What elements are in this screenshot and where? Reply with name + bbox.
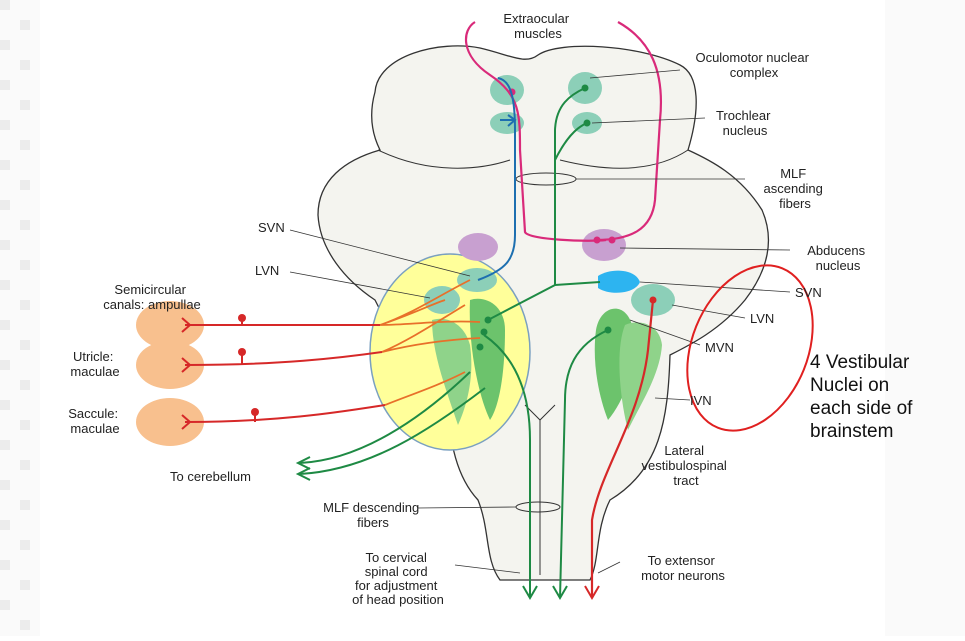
- checker-square: [0, 80, 10, 90]
- label-trochlear: Trochlear nucleus: [716, 108, 774, 138]
- right-checker-strip: [885, 0, 965, 636]
- checker-square: [20, 380, 30, 390]
- magenta-terminal: [609, 237, 616, 244]
- ganglion-dot: [238, 348, 246, 356]
- checker-square: [20, 500, 30, 510]
- label-abducens: Abducens nucleus: [807, 243, 868, 273]
- label-cervical: To cervical spinal cord for adjustment o…: [352, 550, 444, 607]
- checker-square: [20, 620, 30, 630]
- green-terminal: [481, 329, 488, 336]
- ganglion-dot: [251, 408, 259, 416]
- checker-square: [20, 180, 30, 190]
- green-terminal: [477, 344, 484, 351]
- label-extensor: To extensor motor neurons: [641, 553, 725, 583]
- checker-square: [0, 320, 10, 330]
- checker-square: [0, 360, 10, 370]
- checker-square: [20, 60, 30, 70]
- checker-square: [20, 100, 30, 110]
- checker-square: [0, 160, 10, 170]
- label-utricle: Utricle: maculae: [70, 349, 119, 379]
- label-svn-right: SVN: [795, 285, 822, 300]
- label-cerebellum: To cerebellum: [170, 469, 251, 484]
- checker-square: [20, 540, 30, 550]
- label-saccule: Saccule: maculae: [68, 406, 122, 436]
- label-mlf-ascending: MLF ascending fibers: [764, 166, 827, 211]
- label-mlf-descending: MLF descending fibers: [323, 500, 423, 530]
- label-ivn: IVN: [690, 393, 712, 408]
- svn-left-nucleus: [457, 268, 497, 292]
- utricle-afferent: [182, 352, 382, 372]
- label-mvn: MVN: [705, 340, 734, 355]
- checker-square: [20, 260, 30, 270]
- label-semicircular: Semicircular canals: ampullae: [103, 282, 201, 312]
- checker-square: [0, 120, 10, 130]
- checker-square: [0, 280, 10, 290]
- checker-square: [0, 0, 10, 10]
- abducens-nucleus-left: [458, 233, 498, 261]
- saccule-afferent: [182, 405, 385, 429]
- green-terminal: [485, 317, 492, 324]
- checker-square: [0, 600, 10, 610]
- ganglion-dot: [238, 314, 246, 322]
- lvn-left-nucleus: [424, 286, 460, 314]
- checker-square: [0, 400, 10, 410]
- red-terminal: [650, 297, 657, 304]
- checker-square: [0, 560, 10, 570]
- checker-square: [20, 220, 30, 230]
- checker-square: [20, 460, 30, 470]
- magenta-terminal: [594, 237, 601, 244]
- checker-square: [0, 520, 10, 530]
- label-lvn-right: LVN: [750, 311, 774, 326]
- label-svn-left: SVN: [258, 220, 285, 235]
- label-oculomotor: Oculomotor nuclear complex: [695, 50, 812, 80]
- checker-square: [0, 200, 10, 210]
- cerebellum-arrowheads: [298, 457, 310, 480]
- checker-square: [20, 580, 30, 590]
- label-extraocular: Extraocular muscles: [503, 11, 572, 41]
- checker-square: [20, 140, 30, 150]
- left-checker-strip: [0, 0, 40, 636]
- checker-square: [20, 340, 30, 350]
- checker-square: [0, 480, 10, 490]
- checker-square: [0, 240, 10, 250]
- semicircular-afferent: [182, 318, 380, 332]
- green-terminal: [582, 85, 589, 92]
- green-terminal: [584, 120, 591, 127]
- checker-square: [20, 300, 30, 310]
- checker-square: [20, 420, 30, 430]
- abducens-nucleus-right: [582, 229, 626, 261]
- checker-square: [20, 20, 30, 30]
- label-lvn-left: LVN: [255, 263, 279, 278]
- checker-square: [0, 40, 10, 50]
- checker-square: [0, 440, 10, 450]
